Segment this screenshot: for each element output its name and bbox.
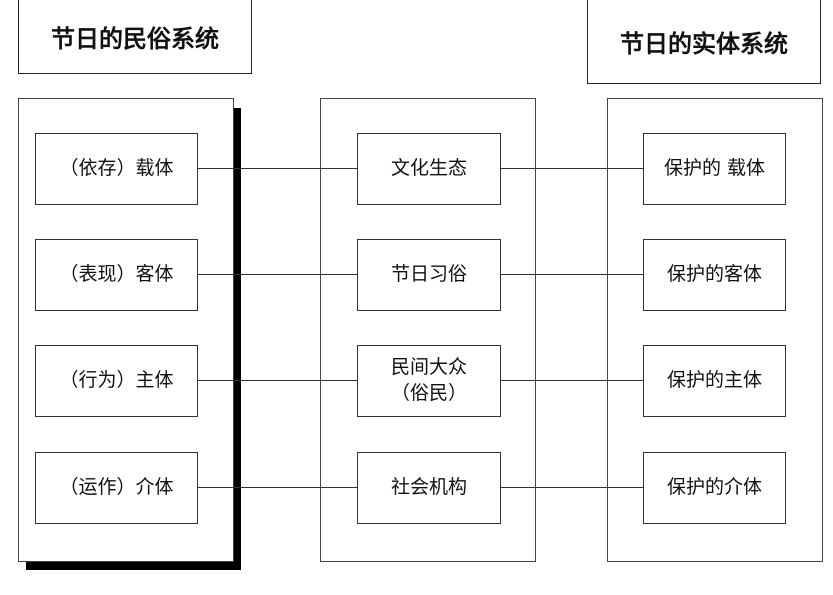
connector-left-mid-1 xyxy=(197,168,357,169)
connector-mid-right-3 xyxy=(500,380,643,381)
middle-node-1: 文化生态 xyxy=(357,133,501,205)
connector-left-mid-2 xyxy=(197,274,357,275)
left-node-1: （依存）载体 xyxy=(35,133,198,205)
right-node-2: 保护的客体 xyxy=(643,239,786,311)
middle-node-3-label: 民间大众 xyxy=(390,356,467,379)
right-node-1: 保护的 载体 xyxy=(643,133,786,205)
middle-node-2: 节日习俗 xyxy=(357,239,501,311)
right-node-4: 保护的介体 xyxy=(643,452,786,524)
left-panel-shadow-bottom xyxy=(26,560,241,570)
connector-mid-right-2 xyxy=(500,274,643,275)
connector-left-mid-4 xyxy=(197,487,357,488)
left-system-title: 节日的民俗系统 xyxy=(18,0,252,74)
middle-node-3: 民间大众 （俗民） xyxy=(357,345,501,417)
middle-node-3-sublabel: （俗民） xyxy=(390,382,467,404)
right-system-title: 节日的实体系统 xyxy=(587,0,821,84)
right-node-3: 保护的主体 xyxy=(643,345,786,417)
middle-node-4: 社会机构 xyxy=(357,452,501,524)
left-panel-shadow xyxy=(232,108,241,570)
left-node-3: （行为）主体 xyxy=(35,345,198,417)
connector-left-mid-3 xyxy=(197,380,357,381)
left-node-4: （运作）介体 xyxy=(35,452,198,524)
left-node-2: （表现）客体 xyxy=(35,239,198,311)
connector-mid-right-4 xyxy=(500,487,643,488)
connector-mid-right-1 xyxy=(500,168,643,169)
